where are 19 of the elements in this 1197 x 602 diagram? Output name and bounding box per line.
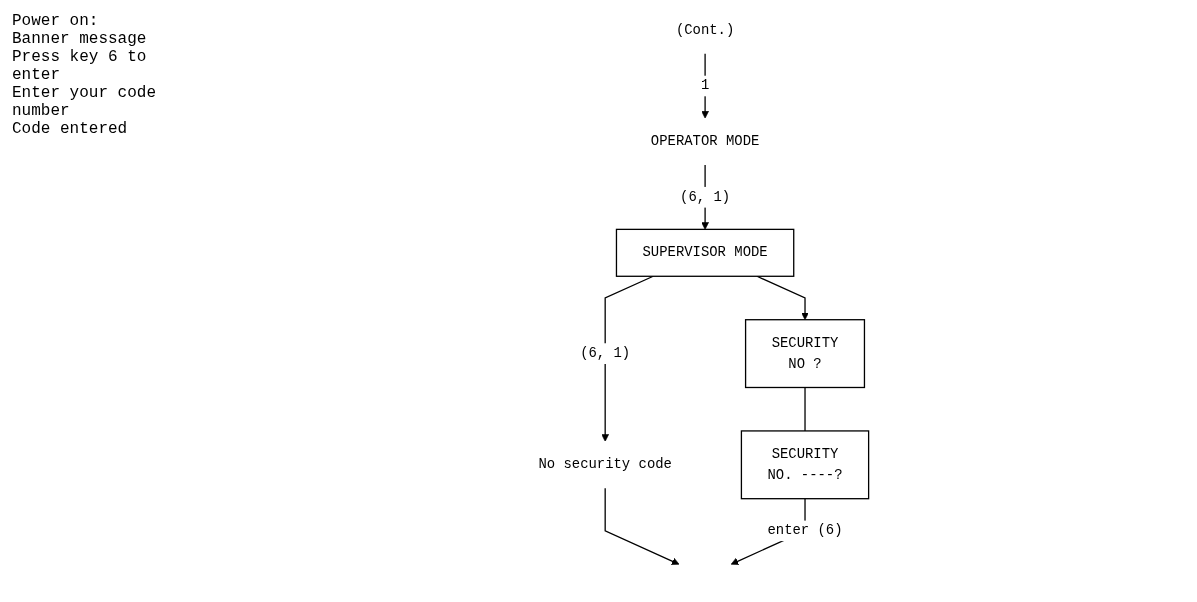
node-text: OPERATOR MODE bbox=[650, 133, 760, 150]
edge-label: (6, 1) bbox=[580, 345, 631, 362]
node-box: SUPERVISOR MODE bbox=[615, 228, 795, 277]
node-text: (Cont.) bbox=[675, 22, 735, 39]
note-text: Banner message bbox=[12, 30, 148, 48]
edge-label: enter (6) bbox=[767, 523, 843, 539]
connector bbox=[804, 386, 806, 432]
node-text: No security code bbox=[538, 456, 672, 473]
note-text: Press key 6 to enter bbox=[12, 48, 148, 84]
edge-label: 1 bbox=[700, 78, 710, 94]
edge-label: (6, 1) bbox=[680, 189, 731, 206]
node-box: SECURITY NO. ----? bbox=[740, 430, 870, 500]
arrow bbox=[604, 487, 680, 565]
node-box: SECURITY NO ? bbox=[744, 319, 866, 389]
note-text: Enter your code number bbox=[12, 84, 158, 120]
arrow bbox=[601, 275, 654, 442]
arrow bbox=[756, 275, 809, 321]
note-text: Power on: bbox=[12, 12, 100, 30]
note-text: Code entered bbox=[12, 120, 129, 138]
